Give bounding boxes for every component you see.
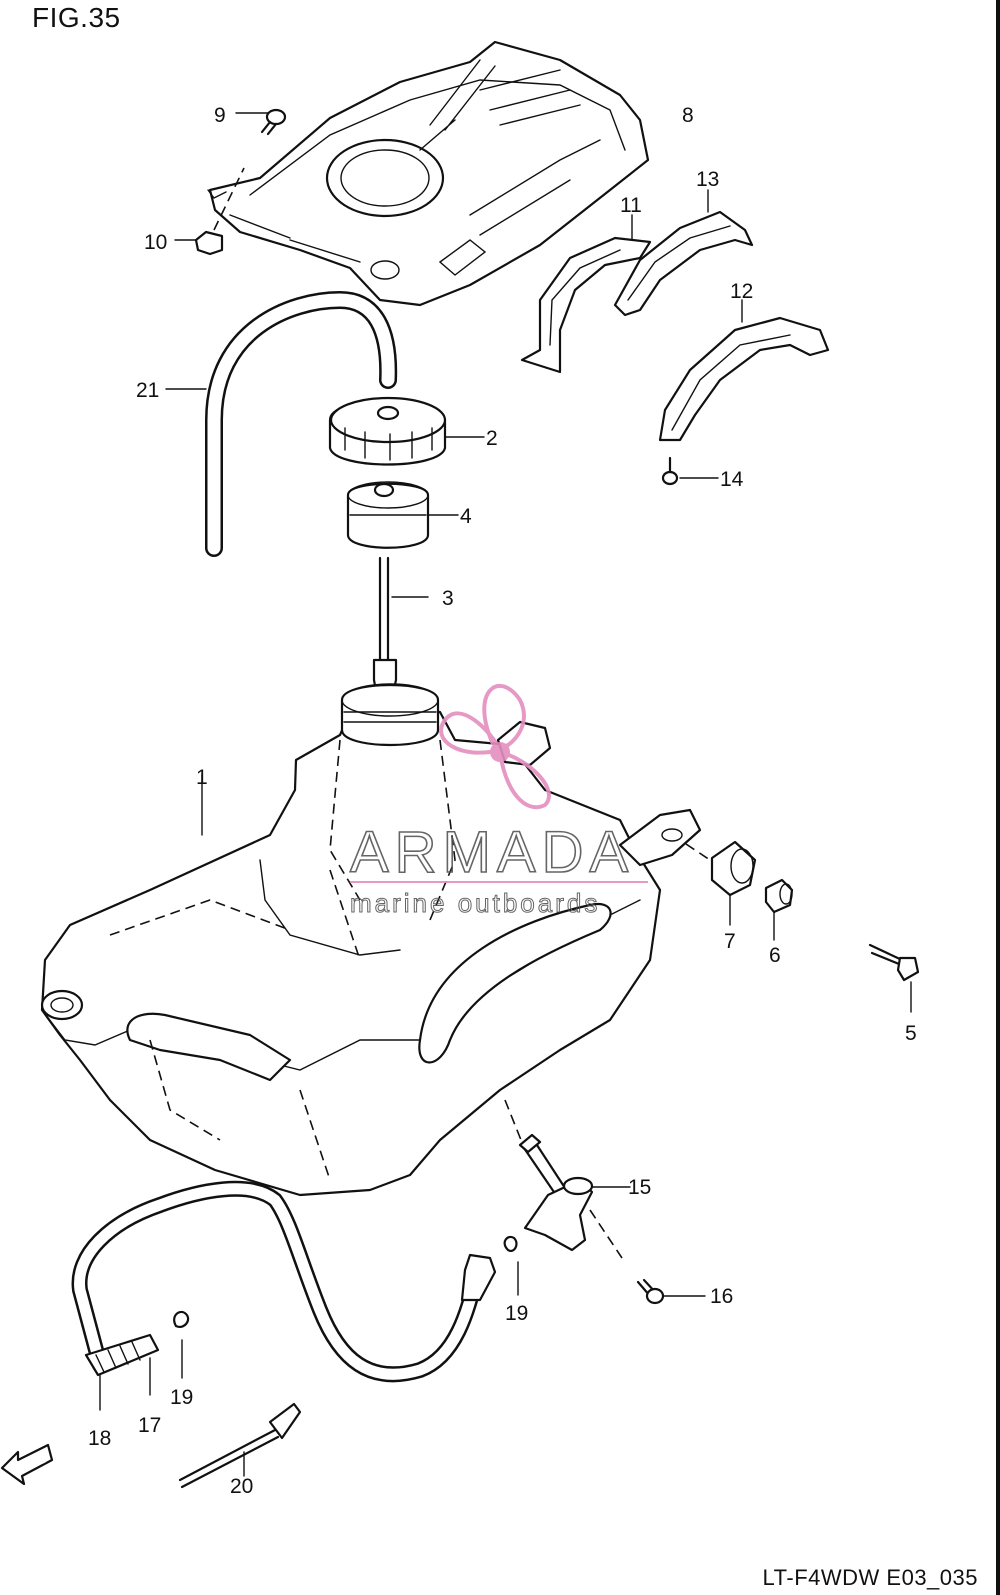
callout-20: 20 <box>230 1475 253 1498</box>
part-13-bracket <box>613 189 754 317</box>
part-20-cable-tie <box>178 1402 302 1489</box>
part-16-screw <box>636 1278 706 1305</box>
part-12-bracket <box>658 299 830 442</box>
callout-13: 13 <box>696 168 719 191</box>
part-14-bolt <box>661 456 719 486</box>
figure-title: FIG.35 <box>32 2 121 33</box>
part-11-bracket <box>520 214 652 374</box>
callout-2: 2 <box>486 427 498 450</box>
part-19-clip-right <box>503 1235 519 1296</box>
callout-7: 7 <box>724 930 736 953</box>
callout-4: 4 <box>460 505 472 528</box>
part-7-grommet <box>710 840 757 926</box>
callout-16: 16 <box>710 1285 733 1308</box>
page-right-border <box>996 0 1000 1595</box>
part-17-hose-protector <box>84 1333 160 1396</box>
callout-6: 6 <box>769 944 781 967</box>
callout-15: 15 <box>628 1176 651 1199</box>
watermark-brand: ARMADA <box>350 820 634 885</box>
part-5-bolt <box>868 943 920 1013</box>
armada-watermark: ARMADA marine outboards <box>349 684 648 919</box>
part-2-fuel-cap <box>328 396 485 466</box>
callout-14: 14 <box>720 468 744 491</box>
callout-9: 9 <box>214 104 226 127</box>
watermark-tagline: marine outboards <box>350 888 600 918</box>
callout-5: 5 <box>905 1022 917 1045</box>
part-1-fuel-tank <box>40 683 723 1197</box>
part-8-tank-cover <box>207 40 650 307</box>
forward-direction-arrow: FWD <box>0 1443 54 1486</box>
callout-10: 10 <box>144 231 167 254</box>
part-6-collar <box>764 878 794 941</box>
part-19-clip-left <box>173 1310 190 1379</box>
part-9-screw <box>235 108 287 136</box>
callout-21: 21 <box>136 379 159 402</box>
callout-12: 12 <box>730 280 753 303</box>
part-4-cap-strainer <box>346 481 459 549</box>
callout-19-right: 19 <box>505 1302 528 1325</box>
callout-17: 17 <box>138 1414 161 1437</box>
callout-11: 11 <box>620 194 642 217</box>
part-15-fuel-valve <box>518 1133 631 1259</box>
part-21-breather-hose <box>165 290 398 557</box>
figure-code: LT-F4WDW E03_035 <box>762 1565 978 1590</box>
callout-8: 8 <box>682 104 694 127</box>
callout-labels: 1 2 3 4 5 6 7 8 9 10 11 12 13 14 15 16 1… <box>88 104 917 1498</box>
callout-19-left: 19 <box>170 1386 193 1409</box>
part-10-clip-nut <box>174 167 245 256</box>
callout-3: 3 <box>442 587 454 610</box>
callout-1: 1 <box>196 766 208 789</box>
part-18-fuel-hose <box>71 1180 497 1411</box>
callout-18: 18 <box>88 1427 111 1450</box>
